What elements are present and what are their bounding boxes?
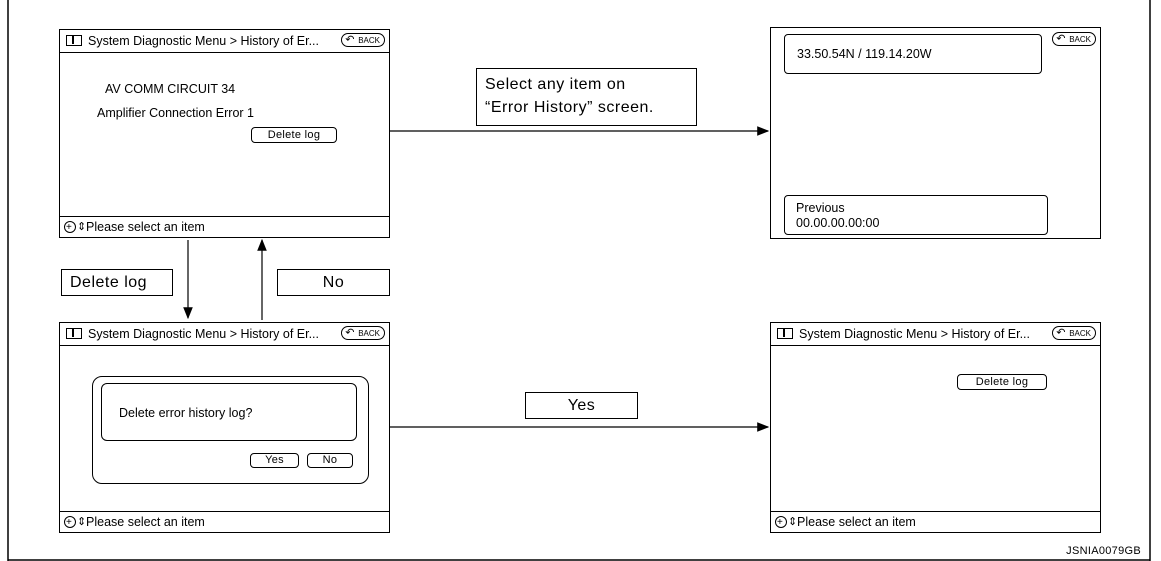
status-text: Please select an item (86, 515, 205, 529)
after-delete-screen: System Diagnostic Menu > History of Er..… (770, 322, 1101, 533)
delete-confirm-screen: System Diagnostic Menu > History of Er..… (59, 322, 390, 533)
menu-icon (66, 35, 82, 46)
menu-icon (66, 328, 82, 339)
title-bar: System Diagnostic Menu > History of Er..… (771, 323, 1100, 346)
confirm-dialog: Delete error history log? Yes No (92, 376, 369, 484)
back-button[interactable]: BACK (1052, 326, 1096, 340)
previous-label: Previous (796, 201, 845, 215)
up-down-arrows-icon: ⇕ (77, 516, 87, 528)
yes-button[interactable]: Yes (250, 453, 299, 468)
location-text: 33.50.54N / 119.14.20W (797, 47, 932, 61)
dialog-message-box: Delete error history log? (101, 383, 357, 441)
back-button[interactable]: BACK (1052, 32, 1096, 46)
back-button[interactable]: BACK (341, 33, 385, 47)
no-label: No (277, 269, 390, 296)
dial-icon (775, 513, 787, 533)
up-down-arrows-icon: ⇕ (77, 221, 87, 233)
location-box: 33.50.54N / 119.14.20W (784, 34, 1042, 74)
previous-value: 00.00.00.00:00 (796, 216, 880, 230)
screen-title: System Diagnostic Menu > History of Er..… (799, 327, 1030, 341)
select-item-label: Select any item on “Error History” scree… (476, 68, 697, 126)
delete-log-button[interactable]: Delete log (251, 127, 337, 143)
status-bar: ⇕ Please select an item (771, 511, 1100, 533)
error-history-screen: System Diagnostic Menu > History of Er..… (59, 29, 390, 238)
previous-box: Previous 00.00.00.00:00 (784, 195, 1048, 235)
select-item-line-1: Select any item on (485, 76, 626, 93)
history-item-2[interactable]: Amplifier Connection Error 1 (97, 106, 255, 120)
status-bar: ⇕ Please select an item (60, 216, 389, 238)
dialog-question: Delete error history log? (119, 406, 253, 420)
title-bar: System Diagnostic Menu > History of Er..… (60, 323, 389, 346)
title-bar: System Diagnostic Menu > History of Er..… (60, 30, 389, 53)
screen-title: System Diagnostic Menu > History of Er..… (88, 34, 319, 48)
select-item-line-2: “Error History” screen. (485, 99, 654, 116)
figure-id: JSNIA0079GB (1066, 545, 1141, 557)
error-detail-screen: BACK 33.50.54N / 119.14.20W Previous 00.… (770, 27, 1101, 239)
status-bar: ⇕ Please select an item (60, 511, 389, 533)
dial-icon (64, 513, 76, 533)
yes-label: Yes (525, 392, 638, 419)
dial-icon (64, 218, 76, 238)
no-button[interactable]: No (307, 453, 353, 468)
menu-icon (777, 328, 793, 339)
status-text: Please select an item (797, 515, 916, 529)
delete-log-button[interactable]: Delete log (957, 374, 1047, 390)
screen-title: System Diagnostic Menu > History of Er..… (88, 327, 319, 341)
up-down-arrows-icon: ⇕ (788, 516, 798, 528)
status-text: Please select an item (86, 220, 205, 234)
history-item-1[interactable]: AV COMM CIRCUIT 34 (105, 82, 236, 96)
delete-log-label: Delete log (61, 269, 173, 296)
back-button[interactable]: BACK (341, 326, 385, 340)
